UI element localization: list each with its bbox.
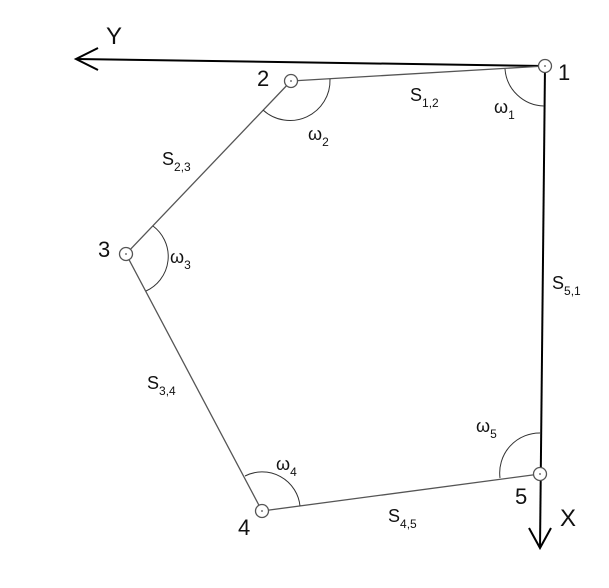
vertex-2 [283,73,299,89]
angle-label-3-sub: 3 [184,258,191,272]
traverse-edges [125,65,546,512]
angle-label-1-sub: 1 [508,108,515,122]
angle-arc-2 [262,78,331,121]
vertex-3-dot [125,253,127,255]
side-label-3-4-sub: 3,4 [159,384,176,398]
side-label-5-1-sub: 5,1 [564,284,581,298]
angle-arc-4 [244,471,301,507]
vertex-1 [537,58,553,74]
side-label-5-1: S5,1 [552,273,581,298]
angle-label-4-base: ω [276,454,290,474]
vertices [118,58,553,519]
angle-label-3: ω3 [170,247,191,272]
side-labels: S1,2 S2,3 S3,4 S4,5 S5,1 [147,85,581,531]
angle-arc-1 [504,68,545,107]
angle-arc-3 [145,225,169,292]
y-axis-line [75,58,546,67]
side-label-3-4: S3,4 [147,373,176,398]
y-axis: Y [73,23,546,71]
side-label-1-2: S1,2 [410,85,439,110]
vertex-5-dot [539,473,541,475]
side-label-4-5: S4,5 [388,506,417,531]
side-label-5-1-base: S [552,273,564,293]
point-label-3: 3 [98,237,110,262]
vertex-2-dot [290,80,292,82]
angle-label-2-base: ω [308,124,322,144]
vertex-4 [254,503,270,519]
angle-label-5: ω5 [476,416,497,441]
point-labels: 1 2 3 4 5 [98,60,570,540]
x-axis-arrowhead [528,527,552,551]
point-label-4: 4 [238,515,250,540]
angle-label-5-sub: 5 [490,427,497,441]
vertex-5 [532,466,548,482]
y-axis-label: Y [106,23,122,50]
angle-label-1: ω1 [494,97,515,122]
side-label-2-3-base: S [162,149,174,169]
side-label-1-2-sub: 1,2 [422,96,439,110]
angle-arc-5 [499,432,542,479]
angle-labels: ω1 ω2 ω3 ω4 ω5 [170,97,515,479]
side-label-2-3: S2,3 [162,149,191,174]
angle-label-4-sub: 4 [290,465,297,479]
point-label-2: 2 [257,66,269,91]
angle-label-2-sub: 2 [322,135,329,149]
angle-label-2: ω2 [308,124,329,149]
side-label-4-5-sub: 4,5 [400,517,417,531]
vertex-4-dot [261,510,263,512]
angle-label-3-base: ω [170,247,184,267]
edge-2-3 [125,80,292,255]
angle-label-1-base: ω [494,97,508,117]
vertex-1-dot [544,65,546,67]
side-label-1-2-base: S [410,85,422,105]
x-axis-label: X [560,505,576,532]
angle-label-5-base: ω [476,416,490,436]
y-axis-arrowhead [73,47,99,71]
point-label-5: 5 [515,484,527,509]
edge-1-2 [290,65,546,82]
angle-label-4: ω4 [276,454,297,479]
point-label-1: 1 [558,60,570,85]
angle-arcs [145,68,545,507]
side-label-2-3-sub: 2,3 [174,160,191,174]
vertex-3 [118,246,134,262]
side-label-4-5-base: S [388,506,400,526]
side-label-3-4-base: S [147,373,159,393]
edge-3-4 [125,253,263,512]
edge-4-5 [261,473,541,512]
